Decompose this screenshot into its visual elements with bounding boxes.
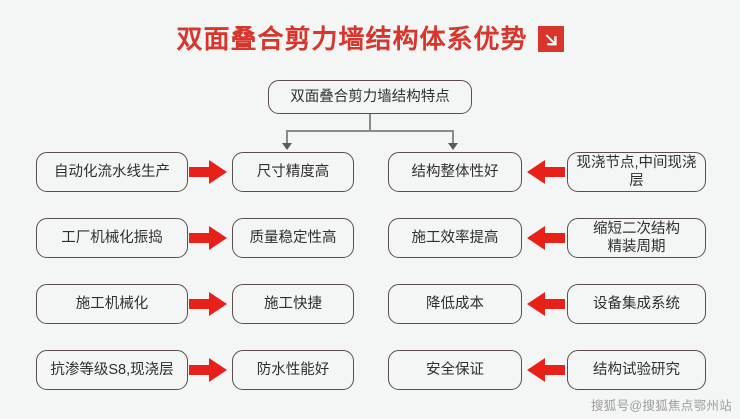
row-2-right-arrow-icon xyxy=(527,225,565,251)
row-4-left-arrow-icon xyxy=(189,357,227,383)
arrow-down-right-icon xyxy=(537,26,564,52)
connector-left-drop xyxy=(286,130,288,144)
row-4-right-cause[interactable]: 结构试验研究 xyxy=(567,350,706,390)
watermark: 搜狐号@搜狐焦点鄂州站 xyxy=(591,399,732,413)
connector-root-bar xyxy=(286,130,453,132)
row-3-right-effect[interactable]: 降低成本 xyxy=(388,284,522,324)
page-title: 双面叠合剪力墙结构体系优势 xyxy=(0,18,740,60)
root-node[interactable]: 双面叠合剪力墙结构特点 xyxy=(268,80,472,114)
row-2-left-effect[interactable]: 质量稳定性高 xyxy=(232,218,354,258)
row-4-right-arrow-icon xyxy=(527,357,565,383)
row-2-right-cause[interactable]: 缩短二次结构 精装周期 xyxy=(567,218,706,258)
row-4-left-cause[interactable]: 抗渗等级S8,现浇层 xyxy=(36,350,188,390)
row-3-right-cause[interactable]: 设备集成系统 xyxy=(567,284,706,324)
connector-right-drop xyxy=(452,130,454,144)
row-2-left-cause[interactable]: 工厂机械化振捣 xyxy=(36,218,188,258)
row-2-left-arrow-icon xyxy=(189,225,227,251)
page-title-text: 双面叠合剪力墙结构体系优势 xyxy=(176,24,528,54)
row-2-right-effect[interactable]: 施工效率提高 xyxy=(388,218,522,258)
row-1-left-effect[interactable]: 尺寸精度高 xyxy=(232,152,354,192)
connector-right-arrowhead xyxy=(448,143,458,150)
row-3-left-effect[interactable]: 施工快捷 xyxy=(232,284,354,324)
row-1-right-arrow-icon xyxy=(527,159,565,185)
row-4-left-effect[interactable]: 防水性能好 xyxy=(232,350,354,390)
row-1-right-effect[interactable]: 结构整体性好 xyxy=(388,152,522,192)
row-3-left-cause[interactable]: 施工机械化 xyxy=(36,284,188,324)
row-3-right-arrow-icon xyxy=(527,291,565,317)
row-1-left-cause[interactable]: 自动化流水线生产 xyxy=(36,152,188,192)
connector-left-arrowhead xyxy=(282,143,292,150)
row-1-left-arrow-icon xyxy=(189,159,227,185)
connector-root-stem xyxy=(369,114,371,130)
row-4-right-effect[interactable]: 安全保证 xyxy=(388,350,522,390)
row-1-right-cause[interactable]: 现浇节点,中间现浇层 xyxy=(567,152,706,192)
row-3-left-arrow-icon xyxy=(189,291,227,317)
